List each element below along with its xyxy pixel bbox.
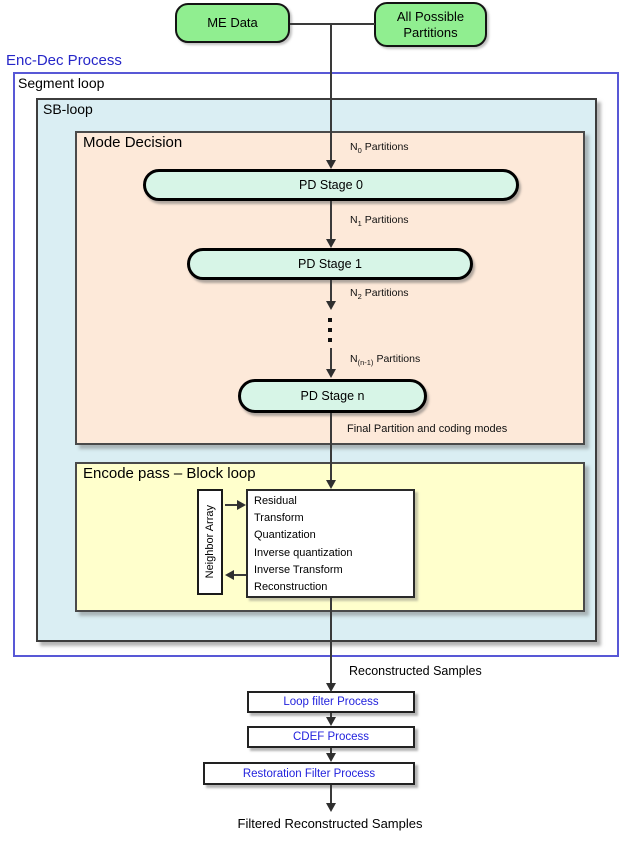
- block-step-transform: Transform: [254, 512, 304, 525]
- pd-stage-1-label: PD Stage 1: [298, 257, 362, 271]
- all-possible-partitions-node: All Possible Partitions: [374, 2, 487, 47]
- flow-line-sources-to-pd0: [330, 23, 332, 162]
- all-possible-label-line1: All Possible: [396, 8, 465, 24]
- n-minus-1-partitions-label: N(n-1)Partitions: [350, 353, 421, 368]
- mode-decision-label: Mode Decision: [83, 134, 183, 151]
- ellipsis-dot-1: [328, 318, 332, 322]
- neighbor-to-steps-line: [225, 504, 237, 506]
- filtered-reconstructed-samples-label: Filtered Reconstructed Samples: [237, 816, 423, 831]
- sb-loop-label: SB-loop: [43, 101, 93, 117]
- steps-to-neighbor-line: [234, 574, 246, 576]
- arrowhead-before-ellipsis-icon: [326, 301, 336, 310]
- segment-loop-label: Segment loop: [18, 75, 105, 91]
- block-step-inverse-quantization: Inverse quantization: [254, 546, 353, 559]
- arrowhead-into-loopfilter-icon: [326, 683, 336, 692]
- arrowhead-into-pdn-icon: [326, 369, 336, 378]
- pd-stage-n-node: PD Stage n: [238, 379, 427, 413]
- flow-line-pd0-to-pd1: [330, 201, 332, 240]
- flow-line-restoration-out: [330, 785, 332, 804]
- block-step-quantization: Quantization: [254, 529, 316, 542]
- neighbor-array-label: Neighbor Array: [204, 505, 216, 579]
- neighbor-array-box: Neighbor Array: [197, 489, 223, 595]
- flow-line-cdef-to-restoration: [330, 748, 332, 754]
- arrowhead-into-cdef-icon: [326, 717, 336, 726]
- arrowhead-into-pd0-icon: [326, 160, 336, 169]
- cdef-process-label: CDEF Process: [292, 731, 370, 743]
- restoration-filter-process-node: Restoration Filter Process: [203, 762, 415, 785]
- arrowhead-into-steps-icon: [326, 480, 336, 489]
- me-data-node: ME Data: [175, 3, 290, 43]
- loop-filter-process-label: Loop filter Process: [283, 696, 379, 708]
- arrowhead-into-restoration-icon: [326, 753, 336, 762]
- flow-line-pdn-to-encode: [330, 413, 332, 481]
- flow-line-loopfilter-to-cdef: [330, 713, 332, 719]
- enc-dec-process-title: Enc-Dec Process: [6, 52, 122, 69]
- restoration-filter-process-label: Restoration Filter Process: [242, 767, 376, 780]
- pd-stage-0-node: PD Stage 0: [143, 169, 519, 201]
- me-data-label: ME Data: [207, 15, 258, 31]
- final-partition-label: Final Partition and coding modes: [347, 423, 508, 435]
- reconstructed-samples-label: Reconstructed Samples: [349, 664, 482, 678]
- flow-line-steps-to-loopfilter: [330, 598, 332, 684]
- cdef-process-node: CDEF Process: [247, 726, 415, 748]
- ellipsis-dot-2: [328, 328, 332, 332]
- ellipsis-dot-3: [328, 338, 332, 342]
- pd-stage-0-label: PD Stage 0: [299, 178, 363, 192]
- block-step-reconstruction: Reconstruction: [254, 581, 328, 594]
- block-steps-box: Residual Transform Quantization Inverse …: [246, 489, 415, 598]
- arrowhead-final-output-icon: [326, 803, 336, 812]
- block-step-inverse-transform: Inverse Transform: [254, 563, 343, 576]
- loop-filter-process-node: Loop filter Process: [247, 691, 415, 713]
- pd-stage-1-node: PD Stage 1: [187, 248, 473, 280]
- source-connector-line: [290, 23, 375, 25]
- pd-stage-n-label: PD Stage n: [300, 389, 365, 403]
- steps-to-neighbor-arrowhead-icon: [225, 570, 234, 580]
- flow-line-ellipsis-to-pdn: [330, 348, 332, 370]
- all-possible-label-line2: Partitions: [403, 24, 458, 40]
- block-step-residual: Residual: [254, 495, 297, 507]
- arrowhead-into-pd1-icon: [326, 239, 336, 248]
- flow-line-pd1-down: [330, 280, 332, 302]
- encode-pass-label: Encode pass – Block loop: [83, 465, 256, 482]
- neighbor-to-steps-arrowhead-icon: [237, 500, 246, 510]
